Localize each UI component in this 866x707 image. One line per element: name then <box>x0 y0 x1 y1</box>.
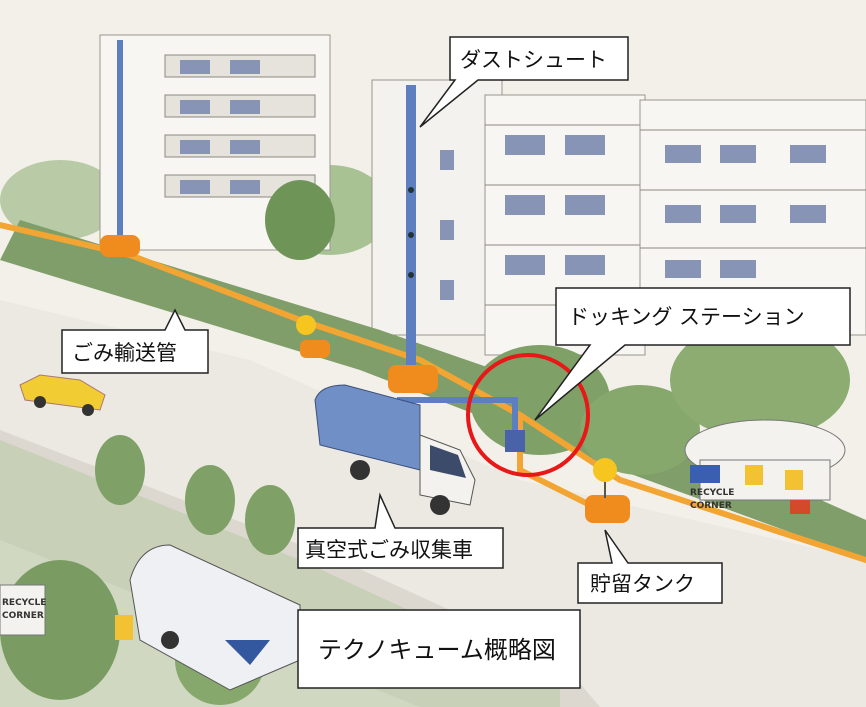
dust-chute-left <box>117 40 123 250</box>
storage-tank-left <box>100 235 140 257</box>
callout-storage-tank: 貯留タンク <box>577 529 723 604</box>
vacuum-truck-label: 真空式ごみ収集車 <box>305 538 473 562</box>
bus <box>129 544 301 691</box>
docking-station-highlight-circle <box>466 353 590 477</box>
callout-docking-station: ドッキング ステーション <box>534 287 851 421</box>
recycle-corner-left: RECYCLE CORNER <box>0 584 133 640</box>
diagram-title: テクノキューム概略図 <box>318 636 556 664</box>
recycle-sign-right-line1: RECYCLE <box>690 488 734 498</box>
callout-vacuum-truck: 真空式ごみ収集車 <box>297 492 504 569</box>
callout-dust-chute: ダストシュート <box>419 36 629 128</box>
dust-chute-label: ダストシュート <box>460 48 607 72</box>
transport-pipe-label: ごみ輸送管 <box>72 341 177 365</box>
car <box>19 374 106 416</box>
recycle-sign-left-line1: RECYCLE <box>2 598 46 608</box>
vacuum-truck <box>314 384 476 515</box>
callout-transport-pipe: ごみ輸送管 <box>61 308 209 374</box>
recycle-sign-right-line2: CORNER <box>690 501 732 511</box>
storage-tank-center <box>296 315 438 393</box>
recycle-corner-right: RECYCLE CORNER <box>684 419 846 514</box>
dust-chute-center <box>406 85 416 370</box>
storage-tank-label: 貯留タンク <box>590 572 695 596</box>
docking-station-label: ドッキング ステーション <box>568 305 805 329</box>
storage-tank-right <box>585 458 630 523</box>
diagram-title-box: テクノキューム概略図 <box>297 609 581 689</box>
recycle-sign-left-line2: CORNER <box>2 611 44 621</box>
